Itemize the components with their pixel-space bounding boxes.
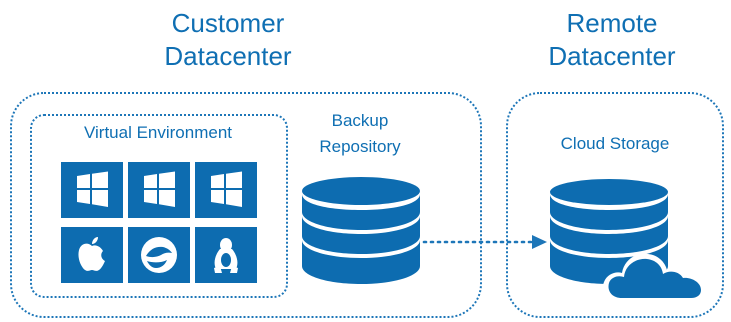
redhat-icon — [128, 227, 190, 283]
windows-icon — [61, 162, 123, 218]
customer-datacenter-boundary — [10, 92, 482, 318]
cloud-storage-label: Cloud Storage — [560, 134, 670, 153]
windows-icon — [128, 162, 190, 218]
replication-arrow — [422, 235, 547, 249]
windows-icon — [195, 162, 257, 218]
apple-icon — [61, 227, 123, 283]
remote-datacenter-title-line1: Remote — [566, 8, 658, 38]
cloud-icon — [602, 253, 706, 302]
backup-repository-label-line2: Repository — [319, 137, 401, 156]
backup-repository-database-icon — [302, 177, 420, 284]
customer-datacenter-title-line1: Customer — [171, 8, 285, 38]
virtual-environment-label: Virtual Environment — [83, 123, 233, 142]
customer-datacenter-title-line2: Datacenter — [164, 41, 292, 71]
remote-datacenter-title-line2: Datacenter — [548, 41, 676, 71]
cloud-storage-database-icon — [550, 179, 706, 302]
backup-repository-label-line1: Backup — [331, 111, 389, 130]
linux-icon — [195, 227, 257, 283]
remote-datacenter-boundary — [506, 92, 724, 318]
virtual-environment-boundary — [30, 114, 288, 298]
